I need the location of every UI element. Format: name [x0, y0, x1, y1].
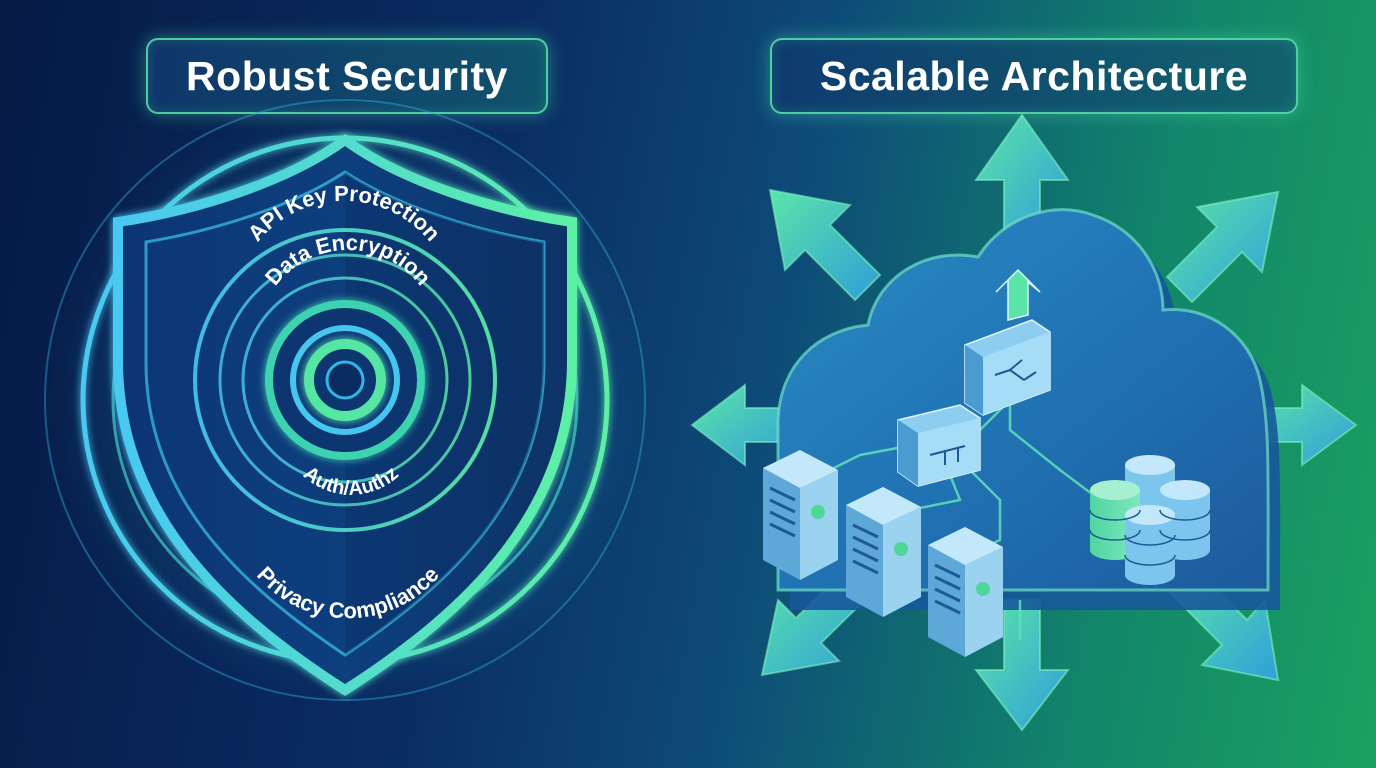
security-shield-group: API Key Protection Data Encryption Auth/…: [44, 99, 646, 701]
architecture-title: Scalable Architecture: [770, 38, 1298, 114]
arrow-icon: [768, 188, 882, 302]
network-switch-icon: [964, 268, 1051, 416]
server-icon: [846, 487, 921, 617]
shield-arcs: [193, 228, 497, 532]
gear-icon: [894, 542, 908, 556]
database-icon: [1089, 455, 1211, 585]
gear-icon: [811, 505, 825, 519]
architecture-group: [690, 113, 1358, 732]
network-switch-icon: [897, 404, 981, 487]
gear-icon: [976, 582, 990, 596]
outer-ring-1: [44, 99, 646, 701]
server-icon: [928, 527, 1003, 657]
arrow-icon: [1165, 190, 1280, 304]
server-icon: [763, 450, 838, 580]
target-icon: [265, 300, 425, 460]
